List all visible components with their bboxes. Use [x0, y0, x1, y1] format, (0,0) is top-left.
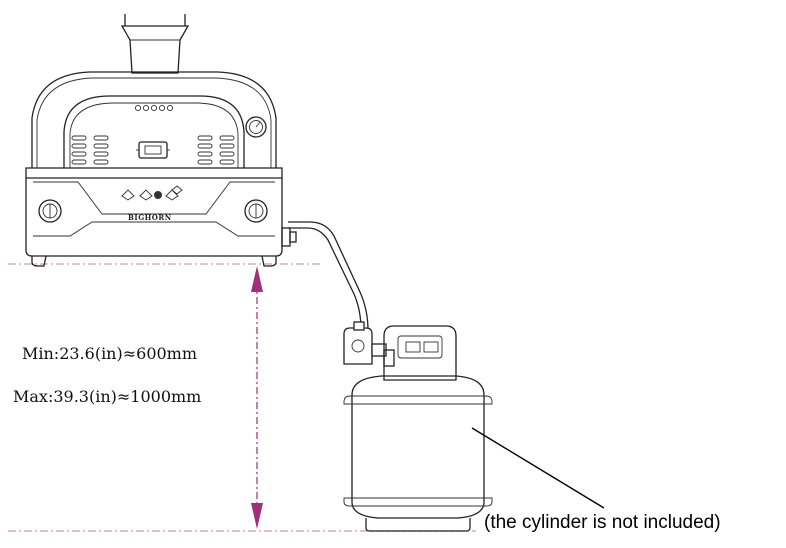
oven-left-foot [31, 255, 47, 267]
thermometer-gauge-icon [245, 116, 267, 138]
gas-inlet-fitting [281, 227, 297, 247]
oven-lower-housing [25, 178, 283, 257]
left-vent-slots [71, 135, 109, 165]
callout-leader-line [471, 427, 605, 509]
oven-base-ledge [25, 167, 283, 179]
oven-right-foot [261, 255, 277, 267]
max-height-label: Max:39.3(in)≈1000mm [13, 387, 201, 406]
height-dimension-arrow [251, 266, 263, 529]
brand-logo: BIGHORN [121, 185, 183, 222]
right-vent-slots [197, 135, 235, 165]
right-control-knob-icon [244, 199, 268, 223]
cylinder-not-included-note: (the cylinder is not included) [484, 512, 721, 533]
oven-chimney [120, 14, 190, 74]
min-height-label: Min:23.6(in)≈600mm [22, 344, 197, 363]
oven-door-arch [63, 95, 245, 168]
cylinder-foot-ring [365, 518, 471, 532]
pizza-oven: BIGHORN [25, 14, 297, 267]
gas-hose [288, 221, 369, 331]
door-handle-icon [136, 141, 170, 159]
oven-indicator-dots [134, 104, 174, 112]
brand-name: BIGHORN [128, 213, 172, 222]
cylinder-body [351, 375, 485, 519]
left-control-knob-icon [38, 199, 62, 223]
cylinder-valve [383, 349, 395, 367]
cylinder-collar [383, 325, 457, 381]
propane-cylinder [343, 325, 493, 532]
arrow-up-head [251, 266, 263, 292]
arrow-down-head [251, 503, 263, 529]
oven-dome [31, 71, 277, 168]
pressure-regulator [343, 321, 387, 365]
